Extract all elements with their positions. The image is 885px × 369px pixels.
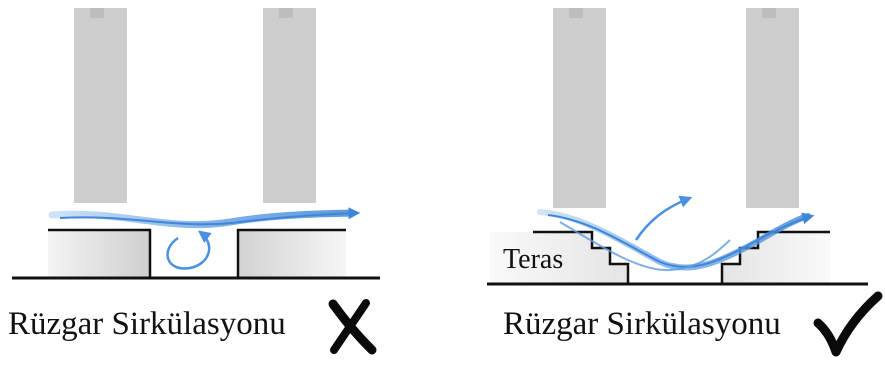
right-terrace-left-fill	[490, 232, 628, 284]
left-tower-1-top	[90, 8, 104, 18]
left-tower-2-top	[279, 8, 293, 18]
left-podium-outline-1	[48, 228, 152, 278]
caption-left: Rüzgar Sirkülasyonu	[8, 306, 286, 342]
right-tower-2	[746, 8, 799, 208]
caption-right: Rüzgar Sirkülasyonu	[503, 306, 781, 342]
right-panel	[487, 8, 868, 286]
check-mark-icon	[813, 291, 883, 357]
left-vortex-arrow	[166, 230, 212, 270]
right-tower-1-top	[569, 8, 583, 18]
right-wind-dip-flow	[559, 221, 731, 272]
right-wind-up-arrow	[634, 195, 693, 241]
left-podium-block-1	[48, 230, 150, 278]
right-tower-2-top	[762, 8, 776, 18]
left-wind-flow-line	[59, 207, 361, 226]
left-tower-2	[263, 8, 316, 203]
left-panel	[12, 8, 380, 280]
left-podium-outline-2	[236, 228, 346, 278]
right-terrace-left-outline	[533, 230, 630, 284]
terrace-label: Teras	[503, 244, 564, 275]
right-terrace-right-fill	[722, 232, 830, 284]
left-tower-1	[74, 8, 127, 203]
left-podium-block-2	[238, 230, 346, 278]
right-tower-1	[553, 8, 606, 208]
cross-mark-icon	[328, 299, 377, 355]
